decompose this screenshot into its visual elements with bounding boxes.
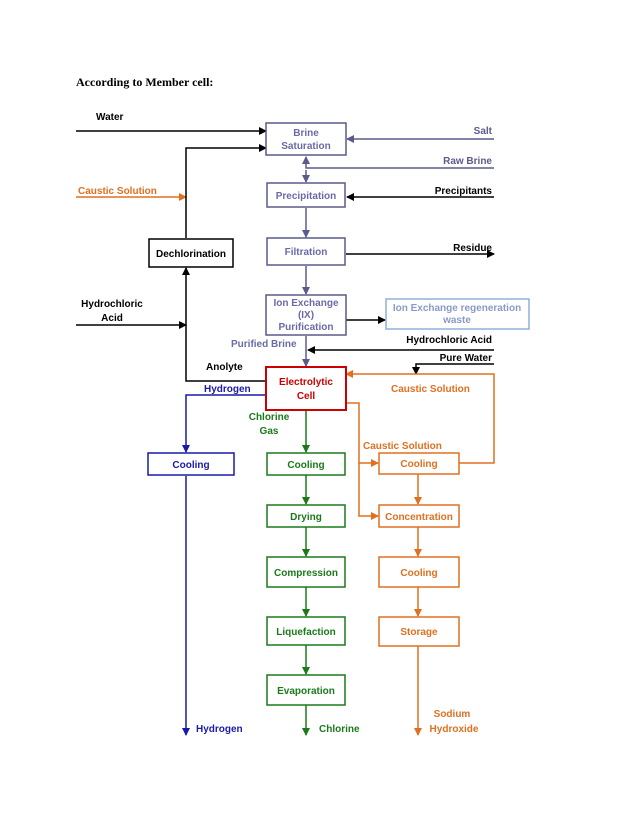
box-electrolytic-cell: Electrolytic Cell xyxy=(265,366,347,411)
box-ion-exchange: Ion Exchange (IX) Purification xyxy=(265,294,347,336)
pure-water-arrow xyxy=(412,363,494,375)
label-hydrogen-out: Hydrogen xyxy=(196,724,243,735)
label-caustic-solution-recycle: Caustic Solution xyxy=(391,384,470,395)
box-ix-regeneration-waste: Ion Exchange regeneration waste xyxy=(385,298,530,330)
raw-brine-arrow xyxy=(302,156,494,169)
box-naoh-concentration: Concentration xyxy=(378,504,460,528)
box-label: Filtration xyxy=(285,247,328,258)
caustic-cell-to-cooling xyxy=(346,402,379,467)
anolyte-line xyxy=(182,267,266,382)
box-chlorine-drying: Drying xyxy=(266,504,346,528)
box-chlorine-cooling: Cooling xyxy=(266,452,346,476)
label-salt: Salt xyxy=(474,126,493,137)
box-label: Electrolytic xyxy=(279,377,333,388)
box-precipitation: Precipitation xyxy=(266,182,346,208)
box-label: Compression xyxy=(274,568,338,579)
box-label: Drying xyxy=(290,512,322,523)
box-label: Brine xyxy=(293,128,319,139)
label-hydrochloric-acid-left: Hydrochloric xyxy=(81,299,143,310)
label-water: Water xyxy=(96,112,124,123)
box-label: Cooling xyxy=(400,568,437,579)
box-label: Cell xyxy=(297,391,316,402)
label-sodium-hydroxide-out: Hydroxide xyxy=(430,724,479,735)
box-label: Saturation xyxy=(281,141,330,152)
caustic-to-concentration xyxy=(358,463,379,520)
label-hydrochloric-acid-left: Acid xyxy=(101,313,123,324)
label-pure-water: Pure Water xyxy=(440,353,493,364)
box-dechlorination: Dechlorination xyxy=(148,238,234,268)
box-naoh-cooling-2: Cooling xyxy=(378,556,460,588)
box-label: Ion Exchange xyxy=(273,298,338,309)
label-caustic-solution-mid: Caustic Solution xyxy=(363,441,442,452)
box-label: Concentration xyxy=(385,512,453,523)
box-label: waste xyxy=(442,315,471,326)
box-label: Storage xyxy=(400,627,438,638)
label-hydrochloric-acid-right: Hydrochloric Acid xyxy=(406,335,492,346)
box-label: Evaporation xyxy=(277,686,335,697)
box-chlorine-compression: Compression xyxy=(266,556,346,588)
label-chlorine-gas: Gas xyxy=(260,426,279,437)
box-naoh-storage: Storage xyxy=(378,616,460,647)
box-label: Cooling xyxy=(287,460,324,471)
box-brine-saturation: Brine Saturation xyxy=(265,122,347,156)
label-raw-brine: Raw Brine xyxy=(443,156,492,167)
hydrogen-line-to-cooling xyxy=(182,394,266,453)
box-chlorine-evaporation: Evaporation xyxy=(266,674,346,706)
label-purified-brine: Purified Brine xyxy=(231,339,297,350)
label-sodium-hydroxide-out: Sodium xyxy=(434,709,471,720)
label-precipitants: Precipitants xyxy=(435,186,493,197)
box-label: Dechlorination xyxy=(156,249,226,260)
label-anolyte: Anolyte xyxy=(206,362,243,373)
page-heading: According to Member cell: xyxy=(76,75,213,89)
box-label: Purification xyxy=(278,322,333,333)
box-chlorine-liquefaction: Liquefaction xyxy=(266,616,346,646)
label-chlorine-out: Chlorine xyxy=(319,724,360,735)
dechlor-return-line xyxy=(185,144,267,238)
box-label: Liquefaction xyxy=(276,627,335,638)
box-hydrogen-cooling: Cooling xyxy=(147,452,235,476)
caustic-recycle-line xyxy=(345,370,495,464)
box-label: (IX) xyxy=(298,310,314,321)
label-chlorine-gas: Chlorine xyxy=(249,412,290,423)
box-label: Ion Exchange regeneration xyxy=(393,303,521,314)
label-caustic-solution-in: Caustic Solution xyxy=(78,186,157,197)
box-label: Precipitation xyxy=(276,191,337,202)
label-hydrogen-top: Hydrogen xyxy=(204,384,251,395)
box-naoh-cooling-1: Cooling xyxy=(378,452,460,475)
label-residue: Residue xyxy=(453,243,492,254)
box-filtration: Filtration xyxy=(266,237,346,266)
box-label: Cooling xyxy=(400,459,437,470)
box-label: Cooling xyxy=(172,460,209,471)
